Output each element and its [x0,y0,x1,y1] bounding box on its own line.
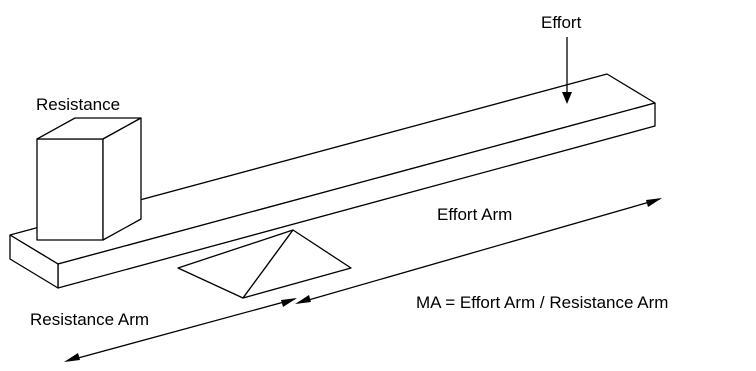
resistance-label: Resistance [36,95,120,114]
effort-arm-label: Effort Arm [437,205,512,224]
resistance-arm-label: Resistance Arm [30,310,149,329]
resistance-arm-arrow-head-left [64,353,80,362]
fulcrum [177,229,352,299]
effort-arm-arrow-shaft [297,198,661,304]
box-front-face [36,138,104,241]
effort-arm-arrow [295,198,662,304]
lever-beam [9,73,656,289]
resistance-arm-arrow-head-right [281,298,297,307]
resistance-arm-arrow-shaft [66,298,296,362]
resistance-arm-arrow [64,298,297,362]
beam-left-face [9,234,59,289]
effort-arm-arrow-head-left [295,295,311,304]
resistance-box [36,117,142,241]
effort-arrow [562,37,572,104]
effort-arm-arrow-head-right [646,198,662,207]
box-right-face [102,117,142,241]
effort-label: Effort [541,13,582,32]
fulcrum-right-face [242,229,352,299]
ma-formula-label: MA = Effort Arm / Resistance Arm [416,293,668,312]
beam-front-face [57,102,656,289]
effort-arrow-head [562,92,572,104]
